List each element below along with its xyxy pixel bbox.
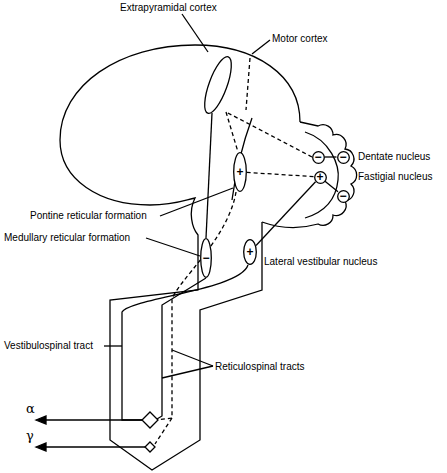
neural-connection [325, 157, 337, 158]
connection-line [325, 156, 337, 157]
extrapyramidal-area [199, 54, 236, 117]
sign-text: + [314, 171, 327, 184]
nucleus-ellipse [201, 239, 212, 278]
neural-connection [256, 182, 316, 246]
neural-connection [325, 181, 338, 192]
nucleus-ellipse [314, 171, 326, 183]
sign-text: − [337, 190, 350, 203]
neural-connection [247, 172, 314, 176]
sign-text: + [243, 239, 257, 265]
gamma-efferent [40, 446, 145, 447]
sign-text: − [200, 238, 212, 278]
structure-label: γ [26, 430, 34, 442]
leader-line [182, 14, 208, 52]
nucleus-ellipse [337, 190, 349, 202]
arrow-head [36, 443, 46, 451]
connection-line [256, 182, 316, 246]
nucleus-marker: − [200, 238, 212, 278]
leader-line [172, 350, 213, 366]
nucleus-ellipse [337, 151, 349, 163]
leader-line [146, 238, 200, 256]
nucleus-marker: − [337, 190, 350, 203]
alpha-efferent [40, 419, 142, 420]
structure-label: Extrapyramidal cortex [120, 2, 217, 14]
leader-line [162, 366, 213, 378]
leader-line [160, 188, 233, 216]
leader-line [104, 345, 122, 346]
structure-label: Vestibulospinal tract [4, 340, 93, 352]
nucleus-marker: − [337, 151, 350, 164]
dentate-pathway [226, 112, 312, 157]
nucleus-marker: − [312, 151, 325, 164]
reticulospinal-tract [157, 278, 206, 419]
structure-label: Fastigial nucleus [358, 171, 432, 183]
sign-text: − [312, 151, 325, 164]
nucleus-ellipse [244, 240, 257, 265]
arrow-head [36, 416, 46, 424]
nucleus-marker: + [243, 239, 257, 265]
cortex-pathway [206, 113, 212, 238]
structure-label: Dentate nucleus [358, 151, 430, 163]
sign-text: + [233, 152, 247, 192]
nucleus-marker: + [314, 171, 327, 184]
cerebellum-outline [262, 122, 357, 228]
gamma-pathway [155, 418, 172, 444]
structure-label: Lateral vestibular nucleus [264, 256, 377, 268]
nucleus-ellipse [312, 151, 324, 163]
structure-label: Reticulospinal tracts [215, 361, 304, 373]
connection-line [325, 181, 338, 192]
motor-pathway [246, 58, 250, 110]
leader-line [252, 40, 270, 54]
alpha-motor-neuron [142, 412, 158, 428]
structure-label: Pontine reticular formation [30, 210, 147, 222]
reticulospinal-tract [156, 192, 236, 420]
vestibulospinal-tract [122, 265, 248, 420]
gamma-motor-neuron [145, 442, 155, 452]
nucleus-marker: + [233, 152, 247, 192]
cerebellum-inner [305, 132, 338, 218]
sign-text: − [337, 151, 350, 164]
structure-label: Motor cortex [272, 33, 328, 45]
structure-label: α [26, 403, 35, 415]
nucleus-ellipse [234, 153, 247, 192]
brainstem-inner [232, 118, 252, 200]
structure-label: Medullary reticular formation [4, 232, 130, 244]
connection-line [247, 172, 314, 176]
